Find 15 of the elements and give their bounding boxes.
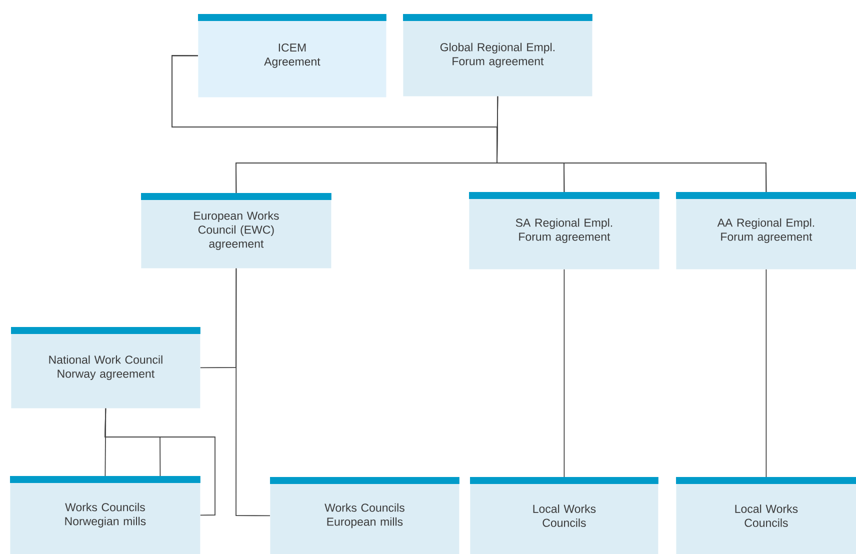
org-box: Local Works Councils [676,477,856,554]
connector-line [766,268,767,478]
org-box: Global Regional Empl. Forum agreement [403,14,592,96]
org-box: European Works Council (EWC) agreement [141,193,332,268]
org-box: AA Regional Empl. Forum agreement [676,192,856,270]
org-box: ICEM Agreement [198,14,386,98]
org-box: SA Regional Empl. Forum agreement [469,192,660,270]
connector-line [564,268,565,478]
org-box: National Work Council Norway agreement [11,327,200,408]
connector-line [104,408,216,516]
org-box: Works Councils Norwegian mills [10,476,200,554]
connector-line [200,268,237,368]
connector-line [496,96,767,192]
org-box: Works Councils European mills [270,477,460,554]
org-box: Local Works Councils [470,477,658,554]
